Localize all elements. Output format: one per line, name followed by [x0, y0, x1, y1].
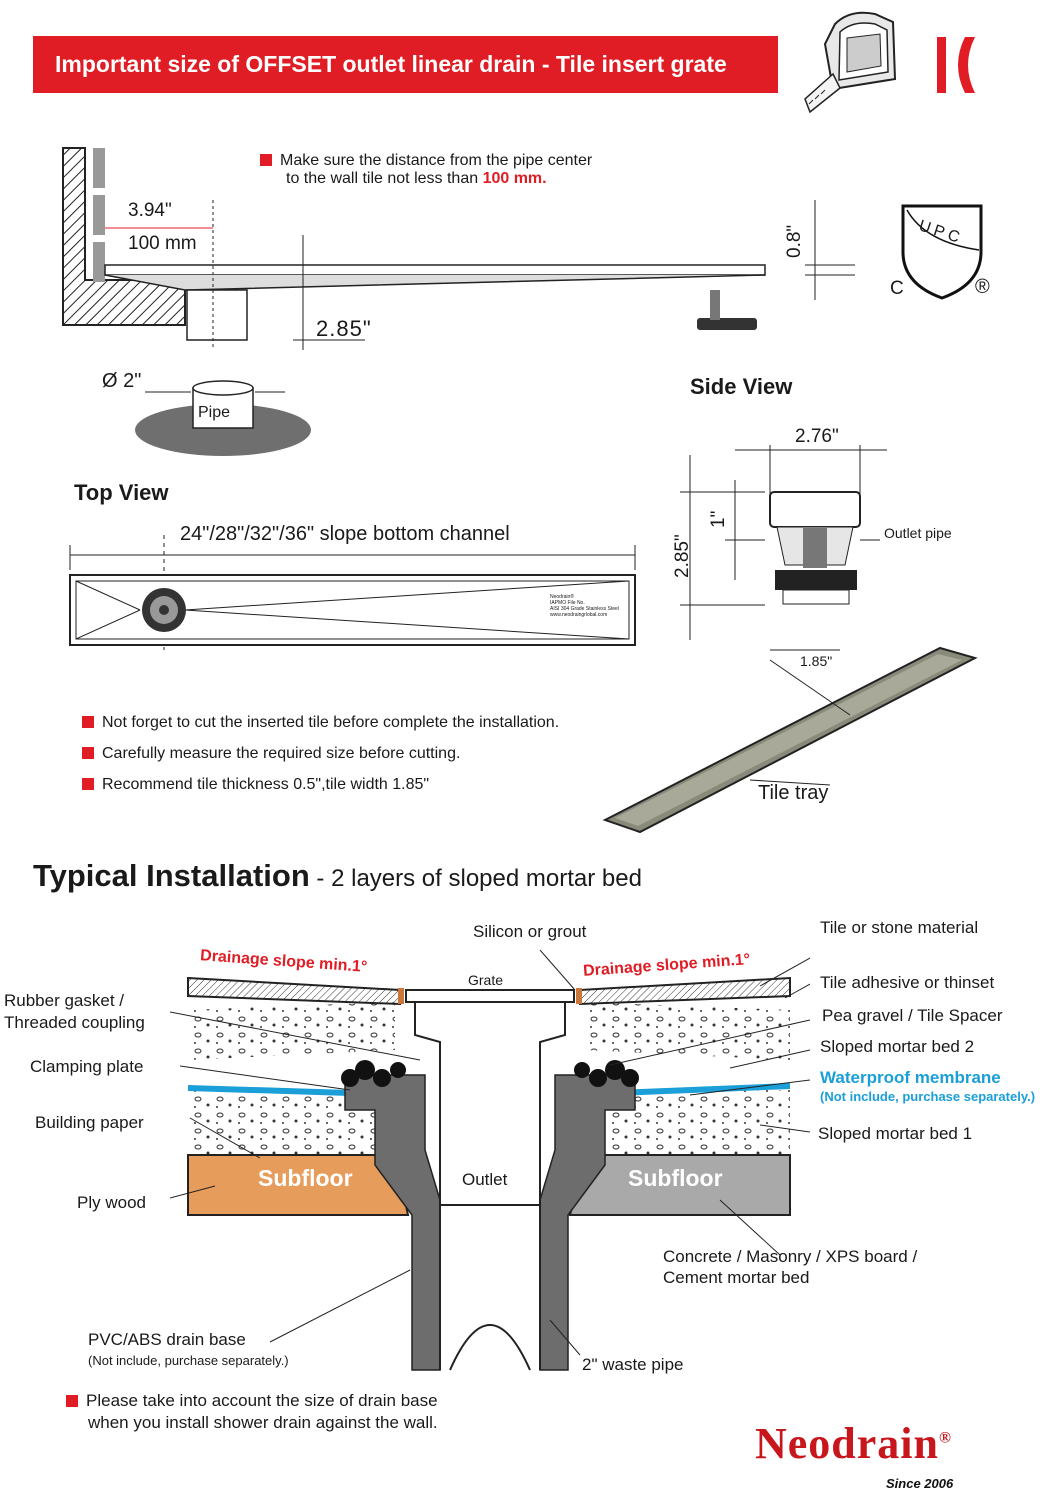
label-clamp: Clamping plate: [30, 1057, 144, 1076]
bullet-icon: [82, 716, 94, 728]
label-bed1: Sloped mortar bed 1: [818, 1124, 973, 1143]
pipe-label: Pipe: [198, 404, 231, 421]
outlet-pipe-label: Outlet pipe: [884, 525, 952, 541]
wall-dim-inch: 3.94": [128, 200, 172, 221]
wall-dim-mm: 100 mm: [128, 233, 197, 254]
label-pea-gravel: Pea gravel / Tile Spacer: [822, 1006, 1003, 1025]
label-waste-pipe: 2" waste pipe: [582, 1355, 684, 1374]
label-plywood: Ply wood: [77, 1193, 146, 1212]
installation-heading: Typical Installation - 2 layers of slope…: [33, 858, 642, 893]
side-view-diagram: [680, 445, 887, 640]
label-grate: Grate: [468, 972, 504, 988]
label-membrane-note: (Not include, purchase separately.): [820, 1089, 1036, 1104]
side-height-dim: 2.85": [672, 534, 693, 578]
label-membrane: Waterproof membrane: [820, 1068, 1001, 1087]
tray-width-dim: 1.85": [800, 653, 833, 669]
cert-registered: ®: [975, 276, 990, 298]
label-subfloor-left: Subfloor: [258, 1165, 353, 1191]
bullet-icon: [82, 778, 94, 790]
top-view-title: Top View: [74, 480, 169, 505]
upc-cert-icon: [901, 204, 983, 300]
bullet-icon: [260, 154, 272, 166]
label-gasket: Rubber gasket / Threaded coupling: [4, 991, 145, 1032]
brand-since: Since 2006: [886, 1476, 954, 1491]
side-width-dim: 2.76": [795, 426, 839, 447]
cert-c: C: [890, 278, 904, 299]
label-drain-base: PVC/ABS drain base: [88, 1330, 246, 1349]
wall-distance-note: Make sure the distance from the pipe cen…: [260, 152, 592, 188]
pipe-diameter: Ø 2": [102, 370, 142, 392]
bullet-icon: [82, 747, 94, 759]
brand-logo: Neodrain®: [755, 1419, 952, 1468]
label-subfloor-right: Subfloor: [628, 1165, 723, 1191]
side-one-dim: 1": [708, 510, 729, 528]
label-outlet: Outlet: [462, 1170, 508, 1189]
label-drain-base-note: (Not include, purchase separately.): [88, 1353, 289, 1368]
installation-diagram: [170, 950, 810, 1371]
banner-title: Important size of OFFSET outlet linear d…: [33, 36, 778, 93]
label-building-paper: Building paper: [35, 1113, 144, 1132]
label-tile-material: Tile or stone material: [820, 918, 979, 937]
channel-length-label: 24"/28"/32"/36" slope bottom channel: [180, 523, 510, 545]
side-view-title: Side View: [690, 374, 793, 399]
brand-mark-icon: [937, 37, 975, 93]
bottom-note: Please take into account the size of dra…: [66, 1390, 438, 1434]
label-bed2: Sloped mortar bed 2: [820, 1037, 975, 1056]
installation-tips: Not forget to cut the inserted tile befo…: [82, 707, 559, 800]
tape-measure-icon: [804, 11, 897, 114]
top-view-diagram: [69, 535, 636, 650]
tile-tray-diagram: [602, 646, 978, 834]
outlet-height-dim: 2.85": [316, 316, 372, 341]
label-concrete: Concrete / Masonry / XPS board / Cement …: [663, 1247, 918, 1287]
label-silicon: Silicon or grout: [473, 922, 587, 941]
tile-tray-label: Tile tray: [758, 782, 829, 804]
label-adhesive: Tile adhesive or thinset: [820, 973, 995, 992]
side-section-diagram: [62, 147, 855, 456]
bullet-icon: [66, 1395, 78, 1407]
height-top-dim: 0.8": [784, 224, 805, 258]
channel-plate: Neodrain® IAPMO File No. AISI 304 Grade …: [550, 594, 619, 618]
